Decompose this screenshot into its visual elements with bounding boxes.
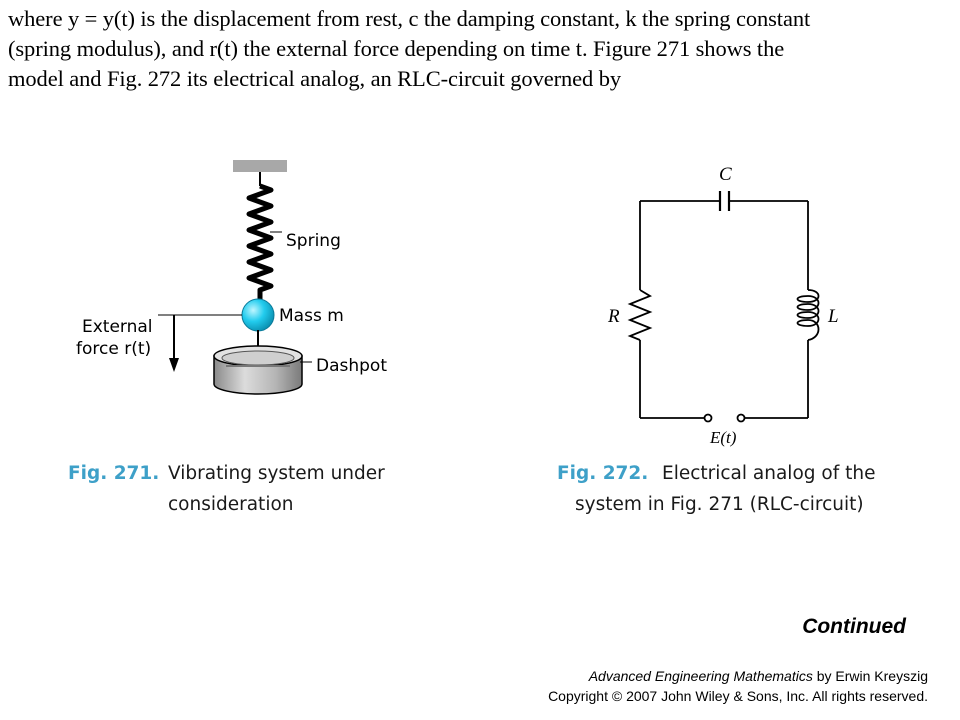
mass-ball	[241, 298, 275, 332]
ceiling-support	[233, 160, 287, 172]
inductor-label: L	[827, 306, 839, 327]
dashpot	[213, 345, 303, 395]
dashpot-label: Dashpot	[316, 356, 387, 376]
source-terminal-right	[736, 413, 746, 423]
source-label: E(t)	[709, 428, 737, 447]
source-terminal-left	[703, 413, 713, 423]
intro-paragraph: where y = y(t) is the displacement from …	[8, 4, 952, 94]
figure-271-caption-line-1: Vibrating system under	[168, 463, 385, 484]
resistor-zigzag	[627, 289, 653, 341]
paragraph-line-2: (spring modulus), and r(t) the external …	[8, 36, 785, 61]
figure-271-caption-line-2: consideration	[168, 494, 294, 515]
external-force-label-2: force r(t)	[76, 339, 151, 359]
capacitor-label: C	[719, 164, 732, 185]
resistor-label: R	[607, 306, 620, 327]
figure-272-caption-label: Fig. 272.	[557, 463, 649, 484]
figure-272-caption-line-2: system in Fig. 271 (RLC-circuit)	[575, 494, 864, 515]
spring-label: Spring	[286, 231, 341, 251]
external-force-arrowhead	[169, 358, 179, 372]
external-force-label-1: External	[82, 317, 153, 337]
book-title: Advanced Engineering Mathematics	[588, 668, 813, 684]
mass-label: Mass m	[279, 306, 344, 326]
paragraph-line-3: model and Fig. 272 its electrical analog…	[8, 66, 622, 91]
figure-272-caption: Fig. 272. Electrical analog of the system…	[557, 458, 875, 520]
book-author: by Erwin Kreyszig	[812, 668, 928, 684]
figure-272-diagram	[627, 191, 820, 423]
continued-label: Continued	[802, 615, 906, 638]
copyright-credit: Advanced Engineering Mathematics by Erwi…	[548, 666, 928, 706]
figure-272-caption-line-1: Electrical analog of the	[662, 463, 876, 484]
figure-271-caption-label: Fig. 271.	[68, 463, 160, 484]
inductor-coil	[796, 289, 820, 341]
spring-coil	[246, 183, 274, 300]
figure-271-diagram: Spring Mass m External force r(t) Dashpo…	[76, 160, 387, 395]
copyright-line: Copyright © 2007 John Wiley & Sons, Inc.…	[548, 688, 928, 704]
figure-271-caption: Fig. 271. Vibrating system under consider…	[68, 458, 385, 520]
paragraph-line-1: where y = y(t) is the displacement from …	[8, 6, 811, 31]
